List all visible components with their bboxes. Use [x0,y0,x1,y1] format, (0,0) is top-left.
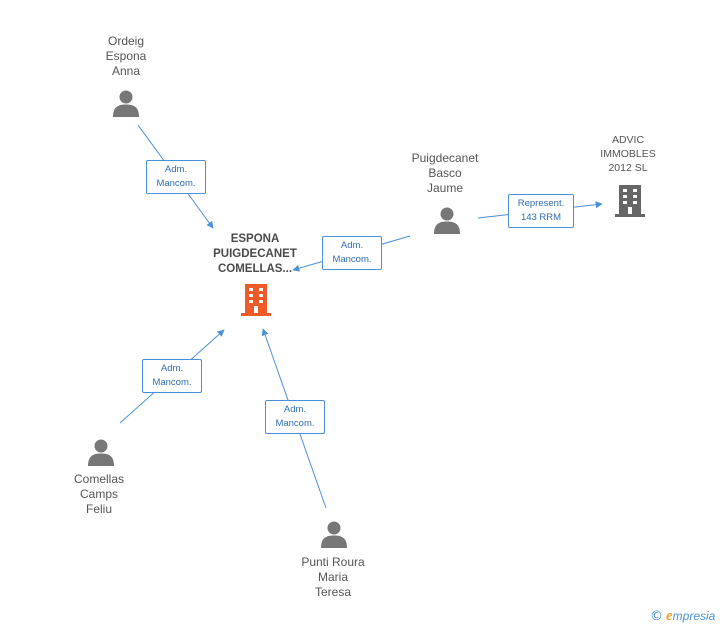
person-name-ordeig[interactable]: Ordeig Espona Anna [105,34,147,78]
person-icon[interactable] [87,438,115,466]
person-name-puigdecanet[interactable]: Puigdecanet Basco Jaume [411,151,479,195]
edge-label-ordeig-main[interactable]: Adm. Mancom. [146,160,206,194]
main-company-name[interactable]: ESPONA PUIGDECANET COMELLAS... [213,233,297,275]
person-icon[interactable] [320,520,348,548]
brand-e: e [666,608,673,624]
copyright-symbol: © [650,609,663,624]
brand-name: mpresia [672,609,716,623]
edge-label-puigdecanet-main[interactable]: Adm. Mancom. [322,236,382,270]
person-icon[interactable] [433,206,461,234]
company-name-advic[interactable]: ADVIC IMMOBLES 2012 SL [600,134,656,174]
person-name-punti[interactable]: Punti Roura Maria Teresa [301,555,365,599]
edge-label-puigdecanet-advic[interactable]: Represent. 143 RRM [508,194,574,228]
building-icon[interactable] [614,183,646,217]
building-icon[interactable] [240,282,272,316]
empresia-logo: ©empresia [650,608,715,625]
edge-label-punti-main[interactable]: Adm. Mancom. [265,400,325,434]
edge-label-comellas-main[interactable]: Adm. Mancom. [142,359,202,393]
person-name-comellas[interactable]: Comellas Camps Feliu [73,472,124,516]
person-icon[interactable] [112,89,140,117]
